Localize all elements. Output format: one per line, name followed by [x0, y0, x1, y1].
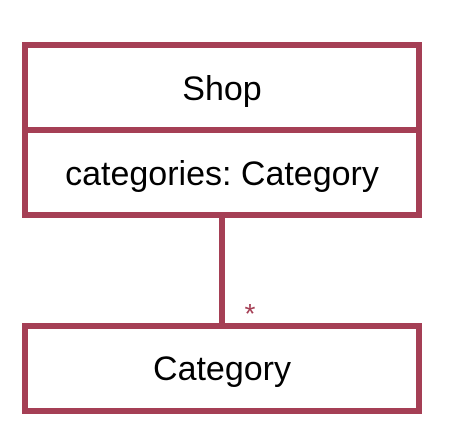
category-class-name: Category — [153, 350, 291, 388]
shop-class-name: Shop — [182, 70, 261, 108]
category-class-box — [22, 323, 422, 414]
shop-class: Shop categories: Category — [22, 42, 422, 218]
multiplicity-label: * — [245, 298, 256, 329]
category-class: Category — [22, 323, 422, 414]
shop-class-attribute: categories: Category — [65, 155, 379, 193]
